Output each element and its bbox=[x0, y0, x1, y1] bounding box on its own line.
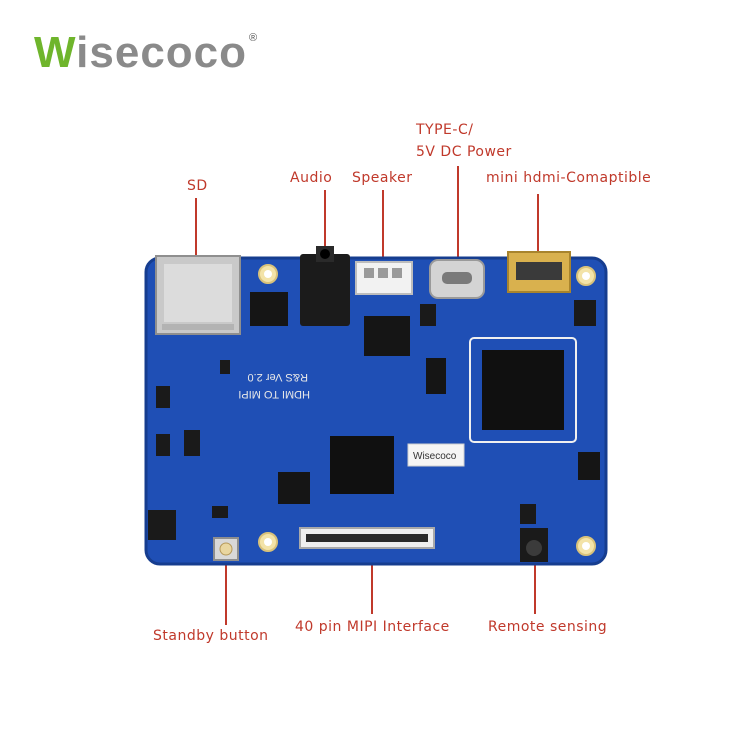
logo-first-letter: W bbox=[34, 28, 77, 77]
logo-rest: isecoco bbox=[76, 28, 248, 77]
mini-hdmi-opening bbox=[516, 262, 562, 280]
label-type-c-line2: 5V DC Power bbox=[416, 144, 512, 160]
label-standby: Standby button bbox=[153, 628, 269, 644]
speaker-pin bbox=[378, 268, 388, 278]
smd-part bbox=[212, 506, 228, 518]
label-type-c-line1: TYPE-C/ bbox=[416, 122, 474, 138]
sd-slot-lip bbox=[162, 324, 234, 330]
mounting-holes bbox=[258, 264, 596, 556]
smd-part bbox=[420, 304, 436, 326]
standby-button-cap bbox=[219, 542, 233, 556]
main-soc-chip bbox=[482, 350, 564, 430]
ir-receiver-lens bbox=[526, 540, 542, 556]
smd-part bbox=[156, 386, 170, 408]
mounting-hole-center bbox=[264, 538, 272, 546]
sd-slot-inner bbox=[164, 264, 232, 322]
label-speaker: Speaker bbox=[352, 170, 413, 186]
label-audio: Audio bbox=[290, 170, 333, 186]
mipi-connector-slot bbox=[306, 534, 428, 542]
smd-part bbox=[520, 504, 536, 524]
ic-chip bbox=[364, 316, 410, 356]
label-mipi: 40 pin MIPI Interface bbox=[295, 619, 450, 635]
mounting-hole-center bbox=[264, 270, 272, 278]
type-c-opening bbox=[442, 272, 472, 284]
brand-logo: Wisecoco® bbox=[34, 28, 258, 78]
pcb-edge bbox=[144, 256, 608, 566]
silkscreen-text: HDMI TO MIPI R&S Ver 2.0 bbox=[238, 371, 310, 400]
main-soc-outline bbox=[469, 337, 577, 443]
silkscreen-line2: R&S Ver 2.0 bbox=[247, 371, 308, 383]
inductor bbox=[148, 510, 176, 540]
smd-part bbox=[574, 300, 596, 326]
ic-chip bbox=[578, 452, 600, 480]
smd-part bbox=[156, 434, 170, 456]
smd-part bbox=[184, 430, 200, 456]
audio-jack bbox=[300, 254, 350, 326]
mounting-hole-center bbox=[582, 272, 590, 280]
mipi-bridge-chip bbox=[330, 436, 394, 494]
mounting-hole-center bbox=[582, 542, 590, 550]
audio-jack-hole bbox=[320, 249, 330, 259]
label-mini-hdmi: mini hdmi-Comaptible bbox=[486, 170, 652, 186]
ic-chip bbox=[278, 472, 310, 504]
speaker-pin bbox=[364, 268, 374, 278]
brand-sticker bbox=[407, 443, 465, 467]
label-sd: SD bbox=[187, 178, 208, 194]
registered-mark: ® bbox=[249, 32, 259, 44]
speaker-pin bbox=[392, 268, 402, 278]
ic-chip bbox=[426, 358, 446, 394]
pcb-board bbox=[146, 258, 606, 564]
sticker-text: Wisecoco bbox=[413, 451, 457, 462]
smd-components bbox=[156, 300, 596, 524]
ic-chip bbox=[250, 292, 288, 326]
label-remote: Remote sensing bbox=[488, 619, 608, 635]
silkscreen-line1: HDMI TO MIPI bbox=[238, 388, 310, 400]
smd-part bbox=[220, 360, 230, 374]
